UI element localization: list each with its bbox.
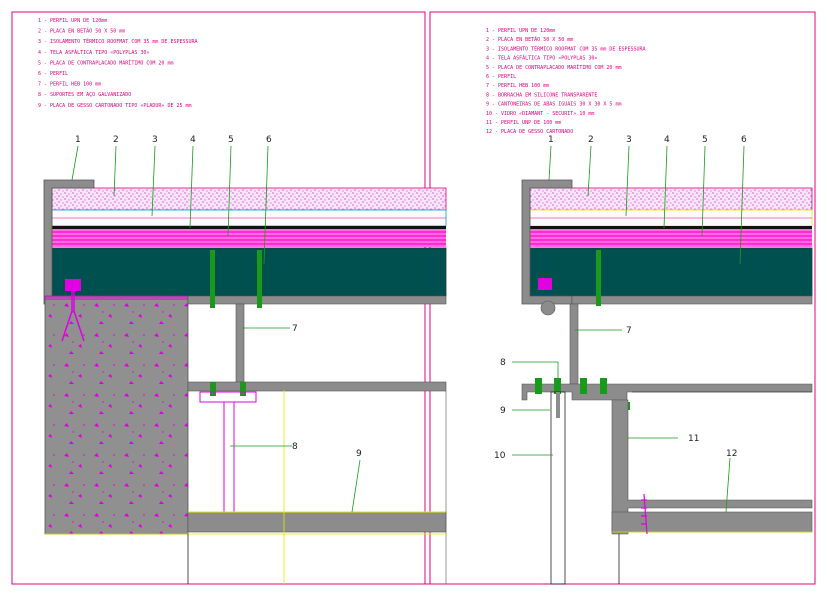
legend-item: 4 - TELA ASFÁLTICA TIPO «POLYPLAS 30» (486, 55, 597, 62)
right-legend: 1 - PERFIL UPN DE 120mm 2 - PLACA EN BETÃ… (486, 28, 646, 135)
legend-item: 7 - PERFIL HEB 100 mm (38, 82, 101, 88)
callout-number: 11 (688, 434, 699, 444)
gypsum-board (611, 511, 813, 533)
legend-item: 9 - PLACA DE GESSO CARTONADO TIPO «PLADU… (38, 103, 192, 109)
callout-number: 9 (356, 449, 362, 459)
anchor-bolt (65, 279, 81, 291)
legend-item: 11 - PERFIL UNP DE 100 mm (486, 120, 561, 126)
callout-number: 1 (75, 135, 81, 145)
callout-number: 9 (500, 406, 506, 416)
legend-item: 3 - ISOLAMENTO TÉRMICO ROOFMAT COM 35 mm… (38, 37, 198, 45)
callout-number: 4 (664, 135, 670, 145)
gypsum-board (187, 511, 447, 533)
legend-item: 2 - PLACA EN BETÃO 50 X 50 mm (38, 28, 125, 35)
screw (210, 250, 215, 308)
legend-item: 9 - CANTONEIRAS DE ABAS IGUAIS 30 X 30 X… (486, 102, 621, 108)
callout-number: 3 (152, 135, 158, 145)
legend-item: 5 - PLACA DE CONTRAPLACADO MARÍTIMO COM … (38, 58, 173, 66)
left-callouts: 1 2 3 4 5 6 7 8 9 (75, 135, 362, 459)
legend-item: 6 - PERFIL (38, 71, 68, 77)
callout-number: 5 (702, 135, 708, 145)
callout-number: 5 (228, 135, 234, 145)
callout-number: 10 (494, 451, 506, 461)
legend-item: 8 - SUPORTES EM AÇO GALVANIZADO (38, 92, 131, 98)
legend-item: 8 - BORRACHA EM SILICONE TRANSPARENTE (486, 92, 597, 98)
asphalt-membrane (52, 226, 446, 229)
legend-item: 1 - PERFIL UPN DE 120mm (486, 28, 555, 34)
heb-beam (569, 303, 579, 385)
legend-item: 6 - PERFIL (486, 74, 516, 80)
screw (596, 250, 601, 306)
unp-profile (611, 399, 813, 535)
left-legend: 1 - PERFIL UPN DE 120mm 2 - PLACA EN BETÃ… (38, 18, 198, 109)
heb-beam (235, 303, 245, 383)
callout-number: 6 (266, 135, 272, 145)
callout-number: 7 (292, 324, 298, 334)
callout-number: 8 (500, 358, 506, 368)
callout-number: 8 (292, 442, 298, 452)
callout-number: 1 (548, 135, 554, 145)
asphalt-membrane (530, 226, 812, 229)
steel-support (223, 401, 235, 515)
anchor-bolt (538, 278, 552, 290)
legend-item: 7 - PERFIL HEB 100 mm (486, 83, 549, 89)
callout-number: 2 (588, 135, 594, 145)
legend-item: 5 - PLACA DE CONTRAPLACADO MARÍTIMO COM … (486, 63, 621, 71)
legend-item: 10 - VIDRO «DIAMANT - SECURIT» 10 mm (486, 111, 594, 117)
concrete-slab-layer (529, 187, 813, 211)
legend-item: 12 - PLACA DE GESSO CARTONADO (486, 129, 573, 135)
callout-number: 3 (626, 135, 632, 145)
legend-item: 3 - ISOLAMENTO TÉRMICO ROOFMAT COM 35 mm… (486, 44, 646, 52)
legend-item: 2 - PLACA EN BETÃO 50 X 50 mm (486, 36, 573, 43)
concrete-slab-layer (51, 187, 447, 211)
upn-profile (521, 179, 573, 305)
concrete-column (44, 295, 189, 535)
legend-item: 1 - PERFIL UPN DE 120mm (38, 18, 107, 24)
plywood-layer (530, 229, 812, 247)
callout-number: 4 (190, 135, 196, 145)
callout-number: 6 (741, 135, 747, 145)
right-section: 1 - PERFIL UPN DE 120mm 2 - PLACA EN BETÃ… (486, 28, 813, 585)
callout-number: 7 (626, 326, 632, 336)
screw (257, 250, 262, 308)
profile-layer (529, 247, 813, 297)
legend-item: 4 - TELA ASFÁLTICA TIPO «POLYPLAS 30» (38, 49, 149, 56)
callout-number: 2 (113, 135, 119, 145)
callout-number: 12 (726, 449, 737, 459)
glass-pane (550, 391, 566, 585)
profile-layer (51, 247, 447, 297)
left-section: 1 - PERFIL UPN DE 120mm 2 - PLACA EN BETÃ… (38, 18, 447, 584)
plywood-layer (52, 229, 446, 247)
